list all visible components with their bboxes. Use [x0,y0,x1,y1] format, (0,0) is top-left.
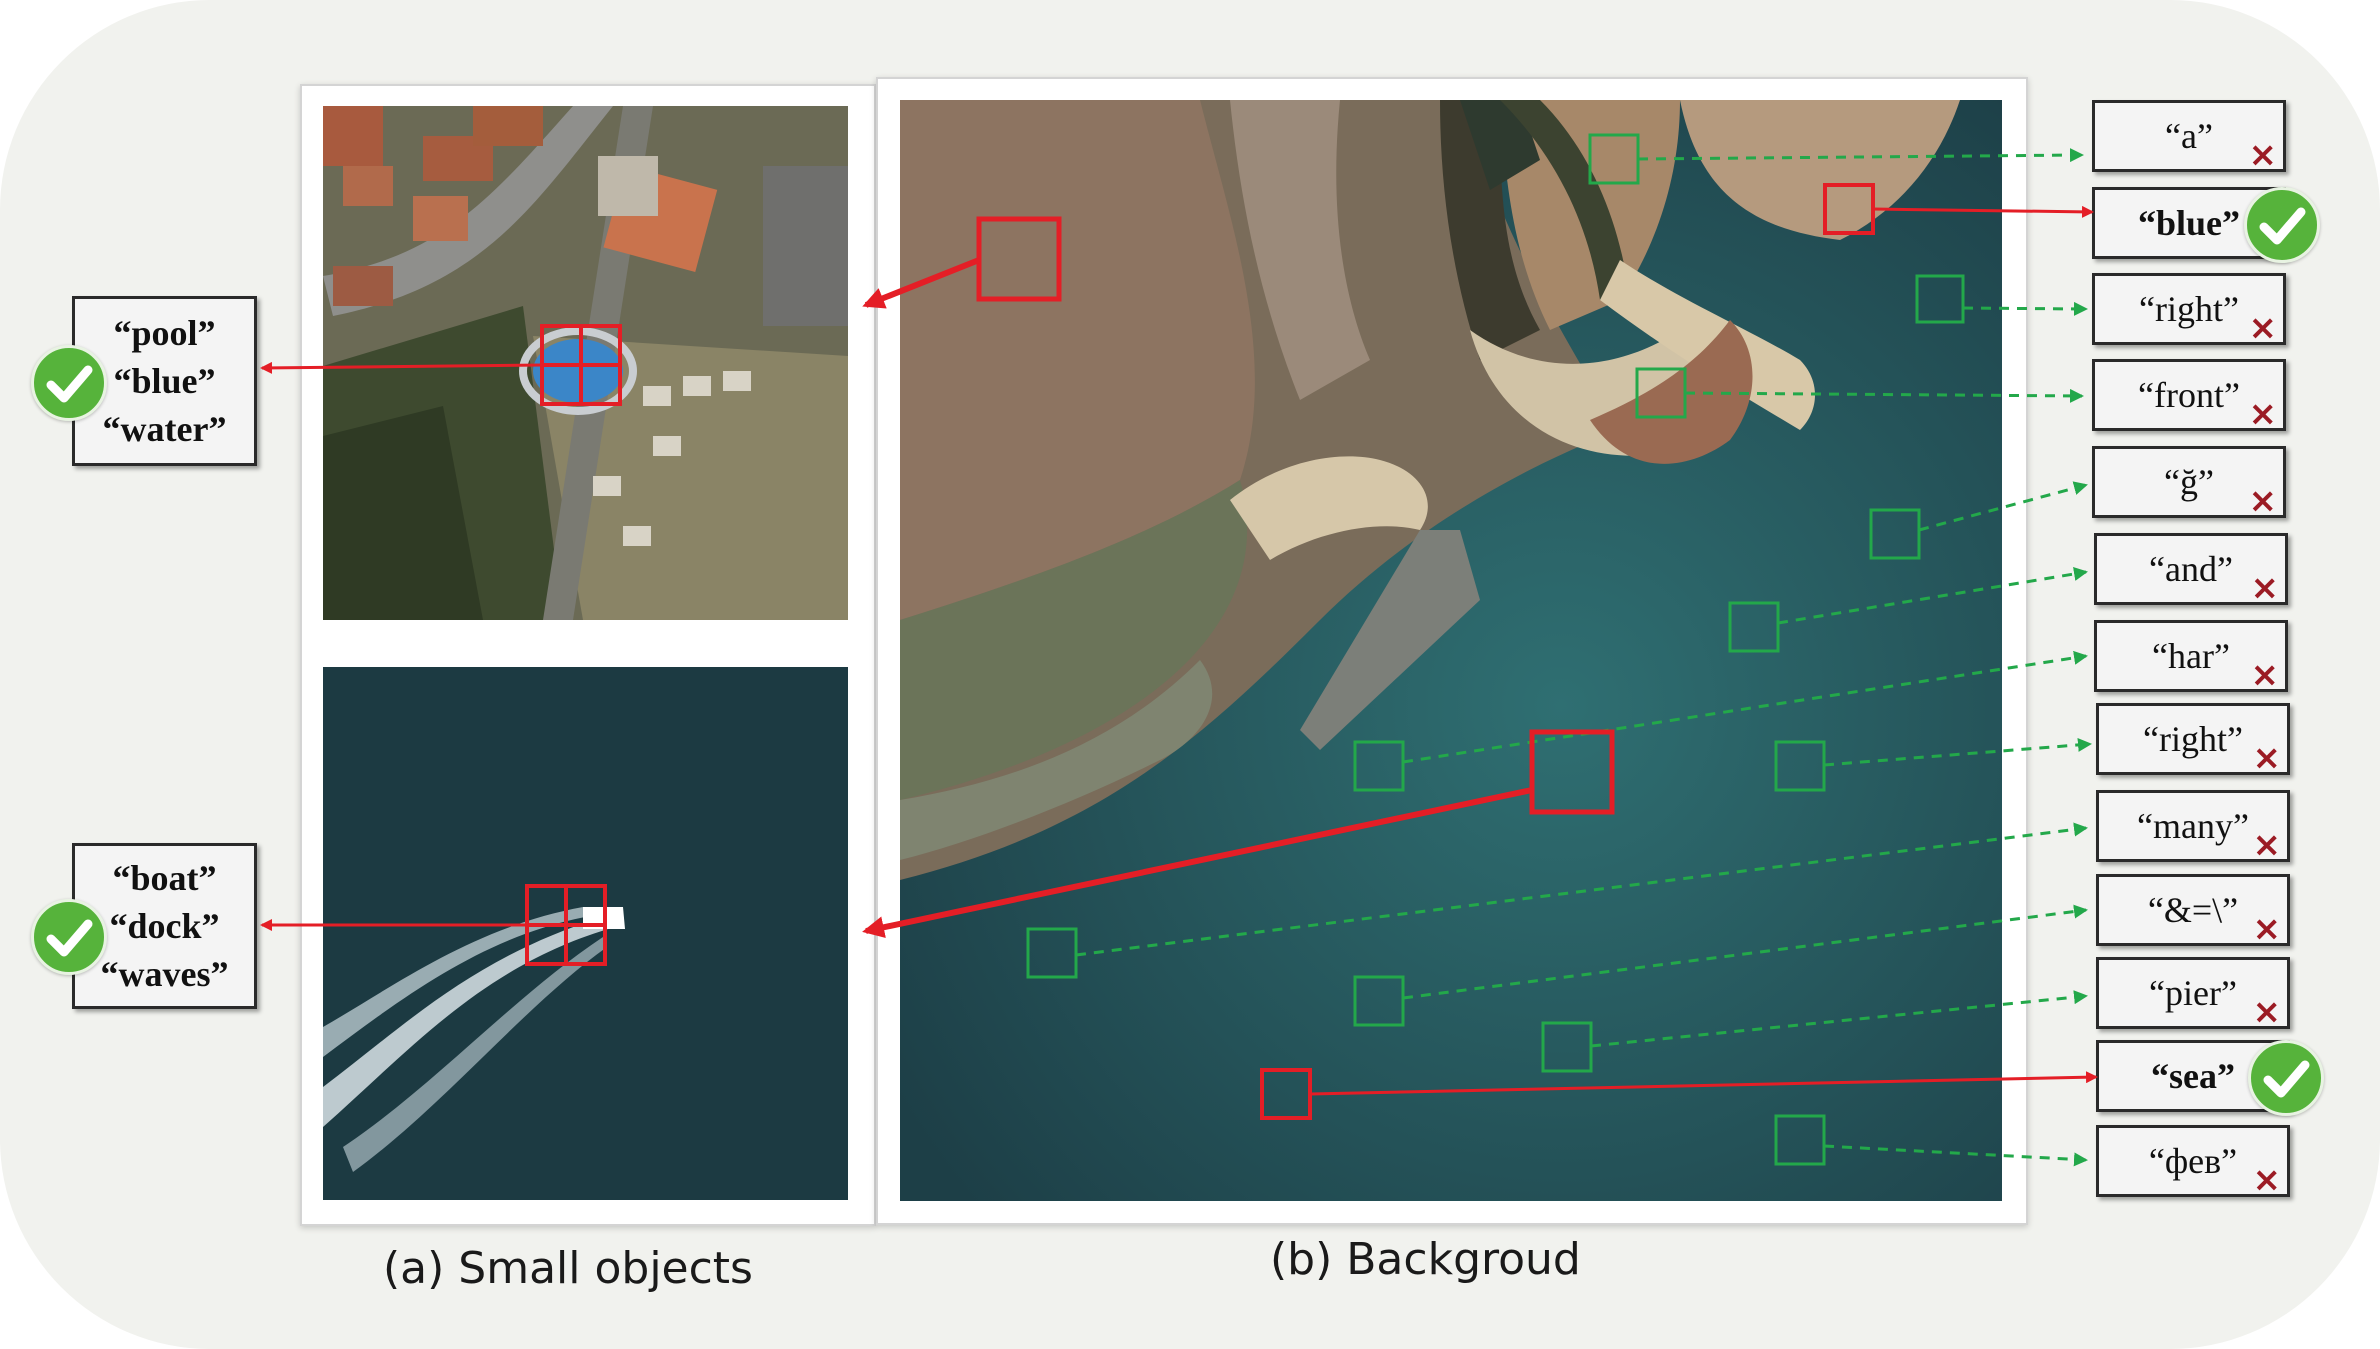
token-incorrect: “right”× [2096,703,2290,778]
token-incorrect: “right”× [2092,273,2286,348]
token-incorrect: “a” × [2092,100,2286,175]
patch-square [1823,183,1875,235]
token-incorrect: “front”× [2092,359,2286,434]
patch-square [1728,601,1780,653]
cross-icon: × [2252,1160,2282,1200]
token-label: “фев” [2148,1141,2238,1181]
token-incorrect: “фев” × [2096,1125,2290,1200]
pool-closeup-image [323,106,848,620]
caption-small-objects: (a) Small objects [383,1243,753,1294]
token-label: “front” [2138,375,2240,415]
patch-square [1635,367,1687,419]
token-incorrect: “pier” × [2096,957,2290,1032]
token-incorrect: “ğ” × [2092,446,2286,521]
token-label: “ğ” [2164,462,2214,502]
answer-word: “blue” [113,361,216,401]
small-object-answer-box-pool: “pool” “blue” “water” [72,296,257,466]
check-icon [2244,187,2320,263]
cross-icon: × [2248,481,2278,521]
boat-closeup-image [323,667,848,1200]
patch-square [1529,729,1615,815]
answer-word: “waves” [100,954,229,994]
patch-square [1541,1021,1593,1073]
patch-square [1588,133,1640,185]
check-icon [31,345,107,421]
cross-icon: × [2252,909,2282,949]
caption-background: (b) Backgroud [1270,1234,1581,1285]
cross-icon: × [2252,992,2282,1032]
patch-square [1353,975,1405,1027]
token-incorrect: “har” × [2094,620,2288,695]
answer-word: “water” [102,409,227,449]
cross-icon: × [2252,738,2282,778]
cross-icon: × [2250,568,2280,608]
token-label: “right” [2143,719,2243,759]
patch-square [1260,1068,1312,1120]
token-label: “sea” [2151,1056,2235,1096]
coastal-town-aerial-image [900,100,2002,1201]
patch-square [1774,1114,1826,1166]
token-label: “blue” [2137,203,2241,243]
correct-patches [525,183,1875,1120]
patch-square [1353,740,1405,792]
correct-arrows [260,205,2098,1096]
cross-icon: × [2248,308,2278,348]
patch-square [976,216,1062,302]
token-label: “right” [2139,289,2239,329]
answer-word: “boat” [112,858,217,898]
token-incorrect: “&=\” × [2096,874,2290,949]
token-label: “pier” [2149,973,2237,1013]
cross-icon: × [2248,135,2278,175]
answer-word: “dock” [109,906,220,946]
token-label: “&=\” [2147,890,2239,930]
cross-icon: × [2252,825,2282,865]
cross-icon: × [2250,655,2280,695]
token-incorrect: “many”× [2096,790,2290,865]
patch-square [1026,927,1078,979]
token-label: “a” [2165,116,2213,156]
check-icon [31,899,107,975]
token-label: “many” [2137,806,2249,846]
check-icon [2248,1040,2324,1116]
patch-square [1774,740,1826,792]
token-label: “har” [2152,636,2230,676]
incorrect-patches [1026,133,1965,1166]
incorrect-arrows [1075,148,2092,1167]
patch-square [1915,274,1965,324]
token-label: “and” [2149,549,2233,589]
patch-square [1869,508,1921,560]
token-incorrect: “and” × [2094,533,2288,608]
answer-word: “pool” [113,313,216,353]
cross-icon: × [2248,394,2278,434]
